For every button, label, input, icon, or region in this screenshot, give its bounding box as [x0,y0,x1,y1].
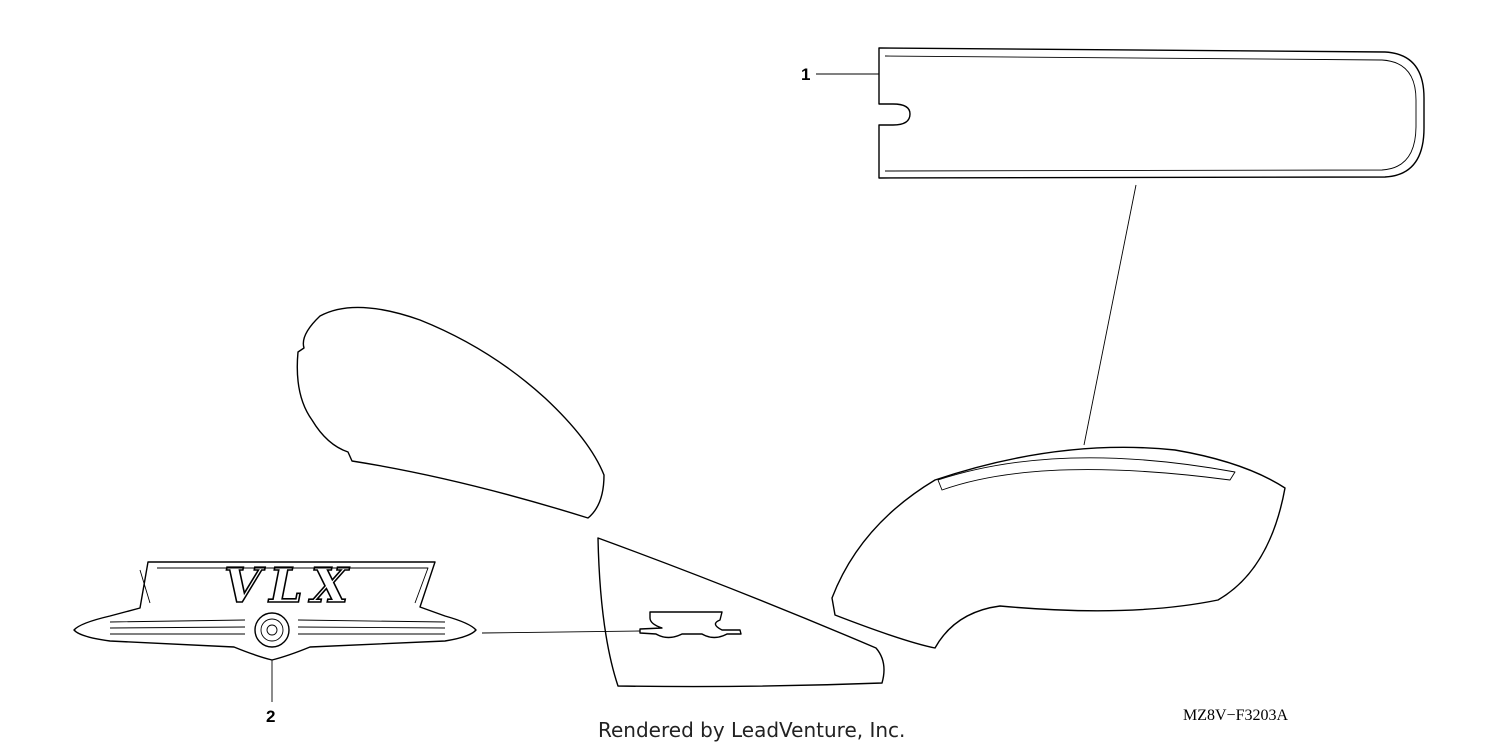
emblem-vlx-text: VLX [224,558,356,614]
emblem-center-ring-inner [266,624,278,636]
side-cover-emblem-mark [639,611,742,639]
render-credit: Rendered by LeadVenture, Inc. [598,718,905,742]
callout-1[interactable]: 1 [801,65,879,84]
emblem-center-ring-outer [254,612,290,648]
diagram-code: MZ8V−F3203A [1183,707,1288,724]
part-2-vlx-emblem[interactable]: VLX [73,557,477,661]
emblem-center-ring-mid [260,618,284,642]
callout-1-label: 1 [801,65,810,84]
emblem-leader-line [481,630,641,634]
callout-2[interactable]: 2 [266,660,275,726]
part-1-stripe-decal[interactable] [878,47,1425,179]
side-cover-outline [597,537,885,688]
rear-fender [831,446,1286,649]
decal-1-leader-line [1083,184,1137,446]
callout-2-label: 2 [266,707,275,726]
fuel-tank-outline [296,306,605,519]
